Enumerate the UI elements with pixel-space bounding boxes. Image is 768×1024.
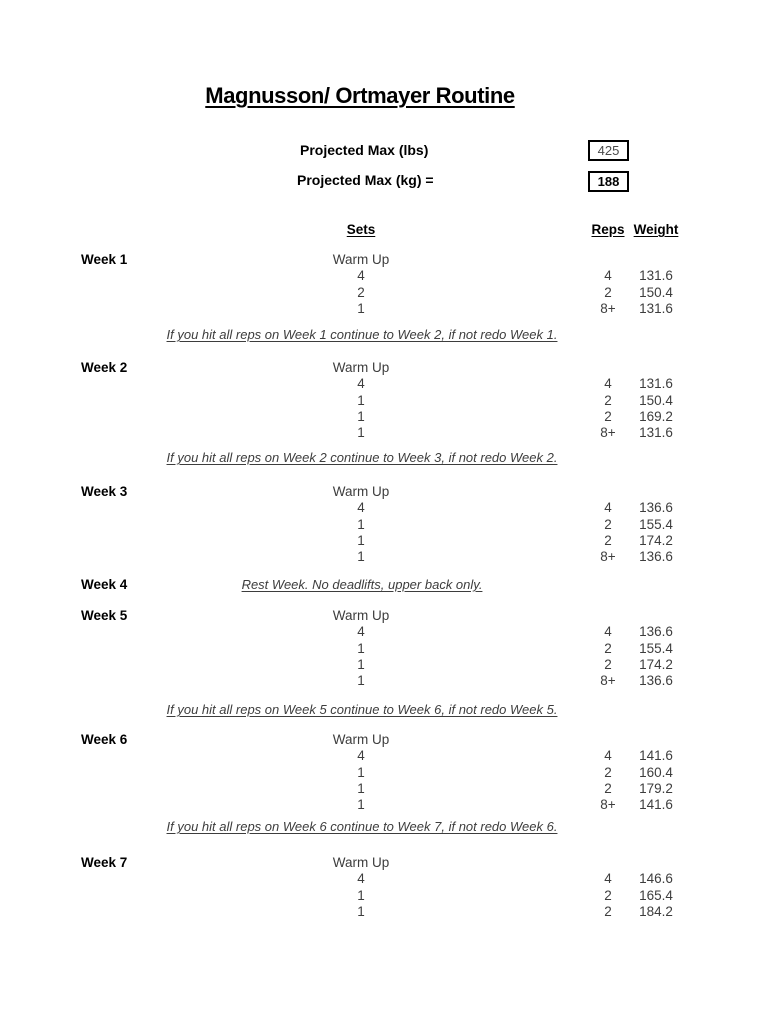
- reps-cell: 2: [604, 657, 612, 672]
- reps-cell: 8+: [600, 673, 616, 688]
- reps-cell: 8+: [600, 425, 616, 440]
- week-note: If you hit all reps on Week 5 continue t…: [166, 702, 558, 717]
- column-header-reps: Reps: [591, 222, 625, 237]
- sets-cell: 1: [357, 517, 365, 532]
- weight-cell: 146.6: [639, 871, 673, 886]
- weight-cell: 174.2: [639, 533, 673, 548]
- reps-cell: 2: [604, 517, 612, 532]
- weight-cell: 141.6: [639, 748, 673, 763]
- reps-cell: 2: [604, 285, 612, 300]
- sets-cell: 1: [357, 301, 365, 316]
- column-header-weight: Weight: [633, 222, 679, 237]
- week-label: Week 4: [81, 577, 128, 592]
- sets-cell: 1: [357, 641, 365, 656]
- reps-cell: 2: [604, 888, 612, 903]
- reps-cell: 8+: [600, 549, 616, 564]
- projected-max-kg-label: Projected Max (kg) =: [297, 172, 434, 188]
- week-label: Week 1: [81, 252, 128, 267]
- page-title: Magnusson/ Ortmayer Routine: [205, 83, 515, 108]
- reps-cell: 8+: [600, 797, 616, 812]
- weight-cell: 136.6: [639, 549, 673, 564]
- sets-cell: 1: [357, 904, 365, 919]
- reps-cell: 2: [604, 641, 612, 656]
- week-label: Week 6: [81, 732, 128, 747]
- sets-cell: 4: [357, 871, 365, 886]
- sets-cell: 1: [357, 549, 365, 564]
- weight-cell: 131.6: [639, 301, 673, 316]
- projected-max-lbs-label: Projected Max (lbs): [300, 142, 429, 158]
- reps-cell: 2: [604, 904, 612, 919]
- warmup-label: Warm Up: [332, 855, 390, 870]
- reps-cell: 4: [604, 748, 612, 763]
- warmup-label: Warm Up: [332, 608, 390, 623]
- weight-cell: 179.2: [639, 781, 673, 796]
- weight-cell: 165.4: [639, 888, 673, 903]
- sets-cell: 4: [357, 748, 365, 763]
- week-label: Week 3: [81, 484, 128, 499]
- week-label: Week 7: [81, 855, 128, 870]
- weight-cell: 141.6: [639, 797, 673, 812]
- sets-cell: 4: [357, 268, 365, 283]
- reps-cell: 8+: [600, 301, 616, 316]
- sets-cell: 1: [357, 657, 365, 672]
- reps-cell: 2: [604, 393, 612, 408]
- weight-cell: 131.6: [639, 376, 673, 391]
- projected-max-lbs-value[interactable]: 425: [588, 140, 629, 161]
- weight-cell: 136.6: [639, 673, 673, 688]
- sets-cell: 1: [357, 393, 365, 408]
- column-header-sets: Sets: [346, 222, 376, 237]
- sets-cell: 1: [357, 797, 365, 812]
- reps-cell: 4: [604, 376, 612, 391]
- reps-cell: 4: [604, 624, 612, 639]
- weight-cell: 174.2: [639, 657, 673, 672]
- weight-cell: 155.4: [639, 517, 673, 532]
- warmup-label: Warm Up: [332, 252, 390, 267]
- reps-cell: 2: [604, 781, 612, 796]
- weight-cell: 131.6: [639, 268, 673, 283]
- sets-cell: 1: [357, 533, 365, 548]
- week-note: If you hit all reps on Week 6 continue t…: [166, 819, 558, 834]
- sets-cell: 1: [357, 673, 365, 688]
- weight-cell: 184.2: [639, 904, 673, 919]
- rest-week-note: Rest Week. No deadlifts, upper back only…: [241, 577, 483, 592]
- week-label: Week 5: [81, 608, 128, 623]
- reps-cell: 4: [604, 871, 612, 886]
- sets-cell: 4: [357, 624, 365, 639]
- weight-cell: 136.6: [639, 624, 673, 639]
- warmup-label: Warm Up: [332, 732, 390, 747]
- weight-cell: 169.2: [639, 409, 673, 424]
- week-label: Week 2: [81, 360, 128, 375]
- sets-cell: 1: [357, 765, 365, 780]
- reps-cell: 2: [604, 409, 612, 424]
- sets-cell: 1: [357, 409, 365, 424]
- weight-cell: 136.6: [639, 500, 673, 515]
- reps-cell: 4: [604, 268, 612, 283]
- sets-cell: 4: [357, 376, 365, 391]
- warmup-label: Warm Up: [332, 484, 390, 499]
- weight-cell: 150.4: [639, 393, 673, 408]
- sets-cell: 4: [357, 500, 365, 515]
- weight-cell: 150.4: [639, 285, 673, 300]
- warmup-label: Warm Up: [332, 360, 390, 375]
- weight-cell: 131.6: [639, 425, 673, 440]
- sets-cell: 2: [357, 285, 365, 300]
- reps-cell: 4: [604, 500, 612, 515]
- reps-cell: 2: [604, 533, 612, 548]
- reps-cell: 2: [604, 765, 612, 780]
- projected-max-kg-value[interactable]: 188: [588, 171, 629, 192]
- sets-cell: 1: [357, 425, 365, 440]
- sets-cell: 1: [357, 888, 365, 903]
- sets-cell: 1: [357, 781, 365, 796]
- week-note: If you hit all reps on Week 2 continue t…: [166, 450, 558, 465]
- weight-cell: 160.4: [639, 765, 673, 780]
- week-note: If you hit all reps on Week 1 continue t…: [166, 327, 558, 342]
- weight-cell: 155.4: [639, 641, 673, 656]
